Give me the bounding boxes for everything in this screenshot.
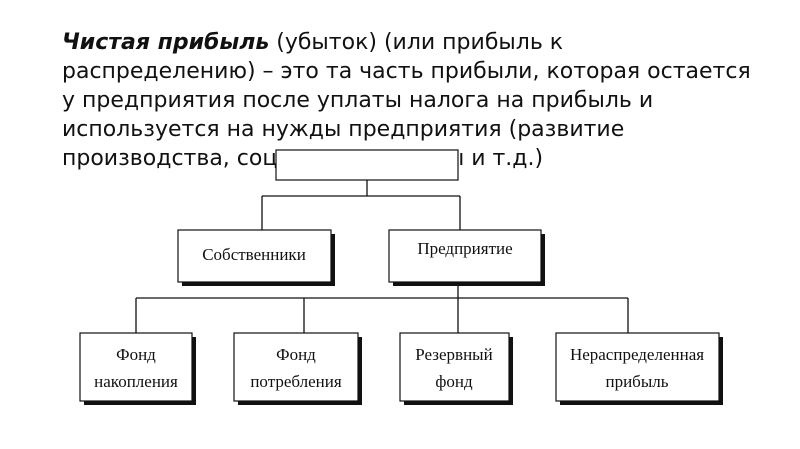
retained-earnings-line1: Нераспределенная (570, 345, 704, 364)
retained-earnings-box (555, 332, 720, 402)
fund-accumulation-line2: накопления (94, 372, 178, 391)
fund-accumulation-line1: Фонд (116, 345, 156, 364)
owners-label: Собственники (202, 245, 306, 264)
definition-term: Чистая прибыль (62, 30, 270, 55)
top-box (275, 149, 459, 181)
fund-consumption-line2: потребления (250, 372, 342, 391)
retained-earnings-line2: прибыль (605, 372, 668, 391)
owners-box (177, 229, 332, 283)
fund-consumption-box (233, 332, 359, 402)
enterprise-box (388, 229, 542, 283)
fund-consumption-line1: Фонд (276, 345, 316, 364)
reserve-fund-line1: Резервный (415, 345, 492, 364)
reserve-fund-box (399, 332, 510, 402)
fund-accumulation-box (79, 332, 193, 402)
reserve-fund-line2: фонд (435, 372, 473, 391)
enterprise-label: Предприятие (417, 239, 512, 258)
